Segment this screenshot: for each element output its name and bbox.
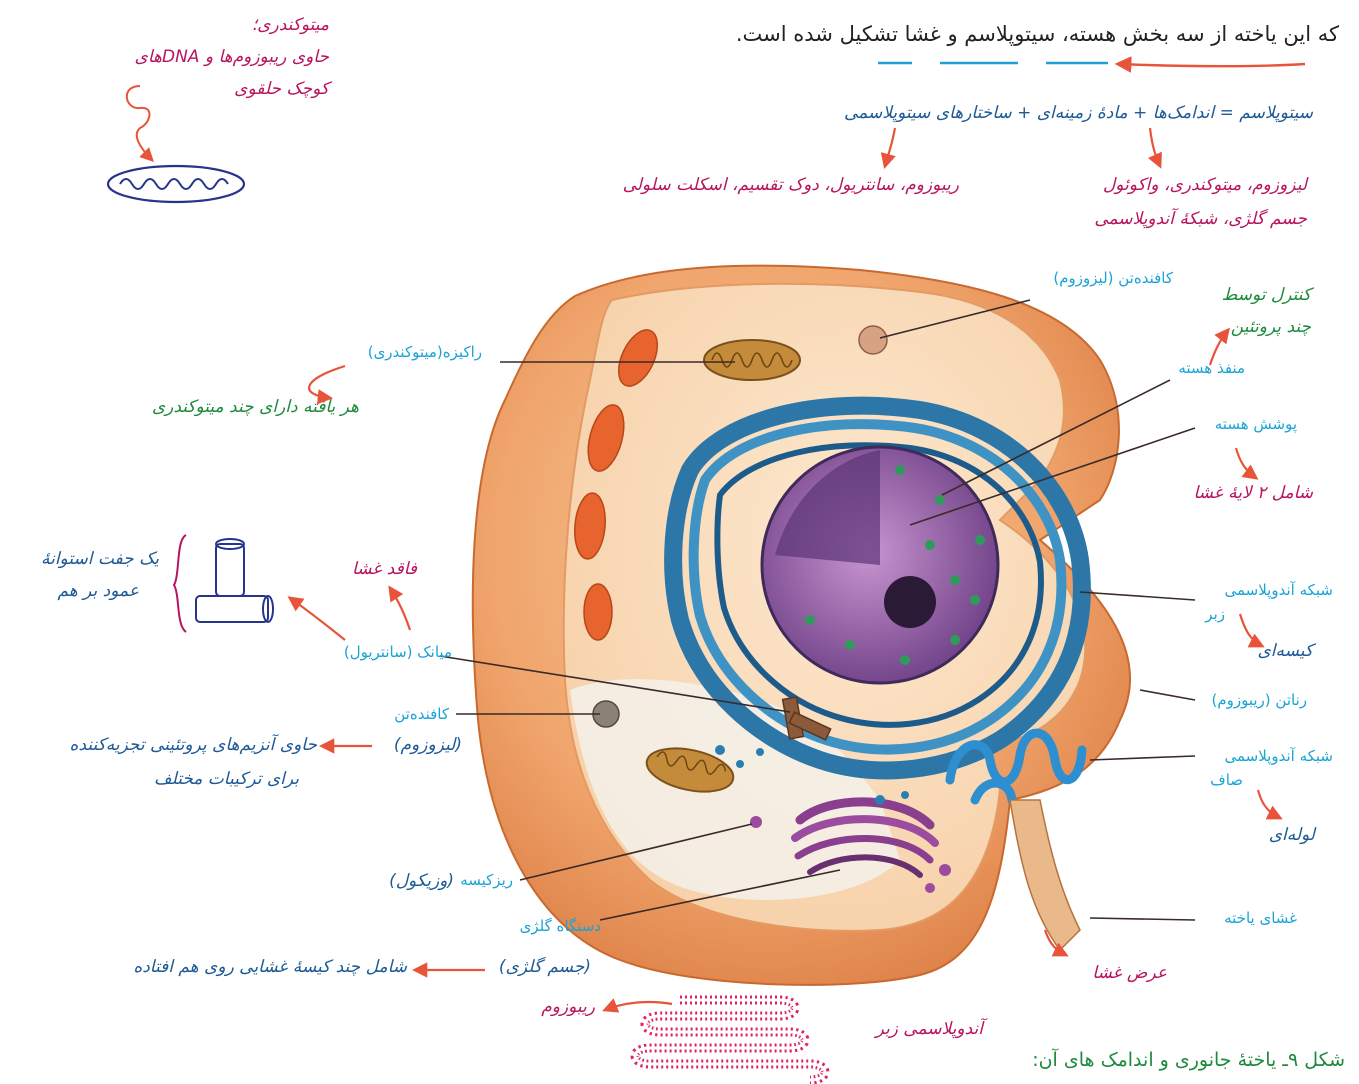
label-ribosome: رناتن (ریبوزوم) bbox=[1211, 692, 1307, 709]
membrane-section bbox=[1010, 800, 1080, 950]
arrow-no-membrane bbox=[390, 588, 410, 630]
mito-cell-note: هر یافته دارای چند میتوکندری bbox=[152, 398, 359, 418]
arrow-structures bbox=[885, 128, 895, 166]
label-centriole: میانک (سانتریول) bbox=[344, 644, 452, 661]
lysosome-note-line2: برای ترکیبات مختلف bbox=[154, 770, 299, 790]
header-sentence: که این یاخته از سه بخش هسته، سیتوپلاسم و… bbox=[736, 22, 1339, 46]
sketch-ribosome-label: ریبوزوم bbox=[541, 998, 595, 1018]
arrow-smooth-er-note bbox=[1258, 790, 1280, 818]
mito-note-line1: میتوکندری؛ bbox=[252, 16, 329, 36]
pore-note-line1: کنترل توسط bbox=[1222, 286, 1311, 306]
membrane-width-note: عرض غشا bbox=[1092, 964, 1167, 984]
label-cell-membrane: غشای یاخته bbox=[1224, 910, 1297, 927]
rough-er-note: کیسه‌ای bbox=[1257, 642, 1313, 662]
bracket bbox=[174, 535, 186, 632]
label-nuclear-pore: منفذ هسته bbox=[1178, 360, 1245, 377]
arrow-sketch-ribosome bbox=[605, 1002, 672, 1010]
smooth-er-note: لوله‌ای bbox=[1269, 826, 1315, 846]
animal-cell bbox=[473, 266, 1130, 985]
label-smooth-er-line1: شبکه آندوپلاسمی bbox=[1224, 748, 1333, 765]
label-lysosome-left-line2: (لیزوزوم) bbox=[394, 736, 462, 756]
label-lysosome-top: کافنده‌تن (لیزوزوم) bbox=[1053, 270, 1173, 287]
organelles-line2: جسم گلژی، شبکهٔ آندوپلاسمی bbox=[1094, 210, 1307, 230]
label-vesicle: ریزکیسه bbox=[460, 872, 513, 889]
envelope-note: شامل ۲ لایهٔ غشا bbox=[1193, 484, 1313, 504]
organelles-line1: لیزوزوم، میتوکندری، واکوئول bbox=[1103, 176, 1307, 196]
arrow-organelles bbox=[1150, 128, 1160, 166]
label-lysosome-left-line1: کافنده‌تن bbox=[394, 706, 449, 723]
cylinders-note-line2: عمود بر هم bbox=[57, 582, 139, 602]
rough-er-sketch bbox=[635, 1000, 825, 1080]
arrow-mito-cell bbox=[309, 366, 345, 398]
label-rough-er-line1: شبکه آندوپلاسمی bbox=[1224, 582, 1333, 599]
cytoplasmic-structures: ریبوزوم، سانتریول، دوک تقسیم، اسکلت سلول… bbox=[623, 176, 959, 196]
label-golgi-line1: دستگاه گلژی bbox=[520, 918, 601, 935]
label-mitochondrion: راکیزه(میتوکندری) bbox=[368, 344, 482, 361]
pore-note-line2: چند پروتئین bbox=[1231, 318, 1311, 338]
figure-caption: شکل ۹ـ یاختهٔ جانوری و اندامک های آن: bbox=[1032, 1050, 1345, 1072]
mito-note-line2: حاوی ریبوزوم‌ها و DNAهای bbox=[135, 48, 329, 68]
lysosome-top bbox=[859, 326, 887, 354]
arrow-cylinders bbox=[290, 598, 345, 640]
header-arrow bbox=[1118, 64, 1305, 66]
label-smooth-er-line2: صاف bbox=[1210, 772, 1243, 789]
cytoplasm-equation: سیتوپلاسم = اندامک‌ها + مادهٔ زمینه‌ای +… bbox=[844, 104, 1313, 124]
golgi-note: شامل چند کیسهٔ غشایی روی هم افتاده bbox=[133, 958, 407, 978]
centriole-sketch bbox=[196, 539, 273, 622]
arrow-envelope-note bbox=[1236, 448, 1256, 478]
mito-note-line3: کوچک حلقوی bbox=[234, 80, 329, 100]
label-rough-er-line2: زبر bbox=[1205, 606, 1225, 623]
no-membrane-note: فاقد غشا bbox=[352, 560, 417, 580]
label-golgi-line2: (جسم گلژی) bbox=[499, 958, 591, 978]
vesicle-note: (وزیکول) bbox=[389, 872, 454, 892]
sketch-rough-er-label: آندوپلاسمی زبر bbox=[876, 1020, 983, 1040]
mitochondrion-sketch bbox=[108, 86, 244, 202]
mitochondrion-top bbox=[704, 340, 800, 380]
nucleolus bbox=[884, 576, 936, 628]
label-nuclear-envelope: پوشش هسته bbox=[1215, 416, 1297, 433]
lysosome-note-line1: حاوی آنزیم‌های پروتئینی تجزیه‌کننده bbox=[70, 736, 317, 756]
cylinders-note-line1: یک جفت استوانهٔ bbox=[41, 550, 159, 570]
